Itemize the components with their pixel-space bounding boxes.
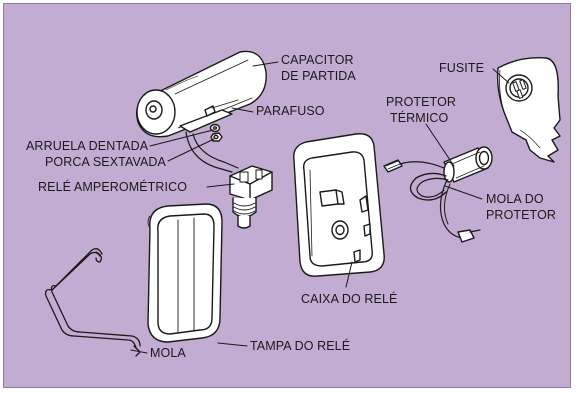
label-capacitor-line1: CAPACITOR [281,53,354,67]
label-mola-protetor-line1: MOLA DO [486,192,544,206]
label-tampa-do-rele: TAMPA DO RELÉ [250,339,351,353]
label-protetor-line2: TÉRMICO [390,111,449,125]
leader-lines [130,61,510,354]
fusite-part [496,57,561,163]
diagram-panel [3,3,571,388]
label-capacitor-line2: DE PARTIDA [281,69,356,83]
label-fusite: FUSITE [439,61,485,75]
label-arruela-dentada: ARRUELA DENTADA [26,139,149,153]
label-rele-amperometrico: RELÉ AMPEROMÉTRICO [38,180,188,194]
relay-box-part [293,133,385,277]
washer-and-nut-parts [209,123,223,142]
label-mola-protetor-line2: PROTETOR [486,208,557,222]
relay-part [229,165,273,229]
label-porca-sextavada: PORCA SEXTAVADA [45,155,166,169]
relay-cover-part [147,203,223,343]
label-caixa-do-rele: CAIXA DO RELÉ [301,292,398,306]
label-protetor-line1: PROTETOR [386,95,457,109]
label-parafuso: PARAFUSO [256,104,325,118]
capacitor-part [135,50,267,138]
thermal-protector-part [383,146,493,243]
spring-clip-part [44,248,141,357]
label-mola: MOLA [150,346,186,360]
